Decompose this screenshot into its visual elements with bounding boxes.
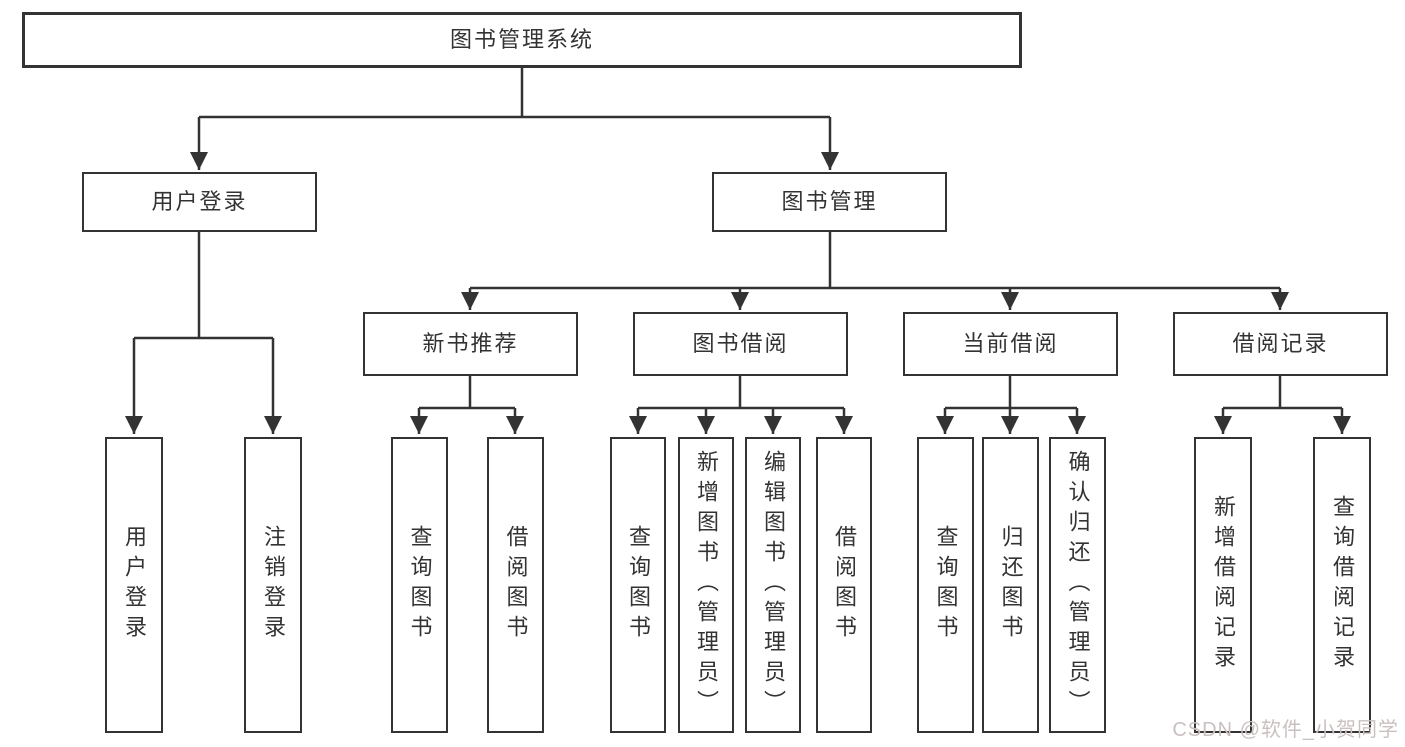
node-user-login: 用户登录: [82, 172, 317, 232]
node-root: 图书管理系统: [22, 12, 1022, 68]
leaf-borrow-add-books-admin: 新增图书（管理员）: [678, 437, 734, 733]
leaf-current-return-books: 归还图书: [982, 437, 1039, 733]
node-current-borrow: 当前借阅: [903, 312, 1118, 376]
leaf-borrow-borrow-books: 借阅图书: [816, 437, 872, 733]
leaf-user-login: 用户登录: [105, 437, 163, 733]
leaf-records-query-record: 查询借阅记录: [1313, 437, 1371, 733]
leaf-newbook-borrow-books: 借阅图书: [487, 437, 544, 733]
leaf-records-add-record: 新增借阅记录: [1194, 437, 1252, 733]
leaf-borrow-edit-books-admin: 编辑图书（管理员）: [745, 437, 801, 733]
leaf-borrow-query-books: 查询图书: [610, 437, 666, 733]
leaf-logout: 注销登录: [244, 437, 302, 733]
node-book-borrow: 图书借阅: [633, 312, 848, 376]
node-new-book-recommend: 新书推荐: [363, 312, 578, 376]
leaf-current-query-books: 查询图书: [917, 437, 974, 733]
node-borrow-records: 借阅记录: [1173, 312, 1388, 376]
leaf-current-confirm-return-admin: 确认归还（管理员）: [1049, 437, 1106, 733]
leaf-newbook-query-books: 查询图书: [391, 437, 448, 733]
node-book-management: 图书管理: [712, 172, 947, 232]
